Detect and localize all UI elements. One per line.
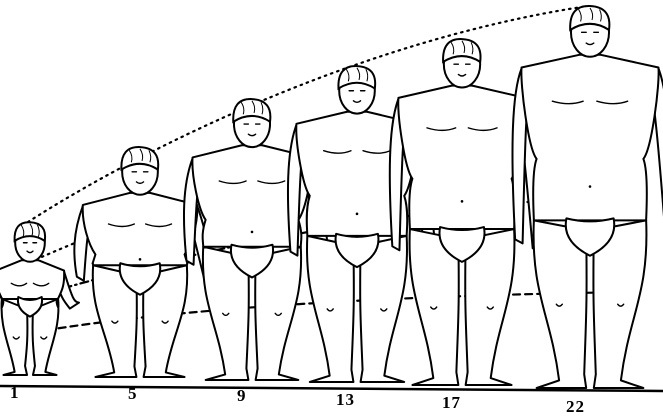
figures-group	[0, 6, 663, 388]
age-label-1: 1	[10, 383, 20, 402]
torso	[398, 86, 525, 229]
navel	[251, 231, 254, 234]
knee-marks	[13, 337, 47, 339]
navel	[139, 258, 142, 261]
age-label-17: 17	[442, 393, 461, 412]
torso	[83, 193, 198, 265]
age-label-22: 22	[566, 397, 585, 416]
navel	[356, 213, 359, 216]
navel	[461, 200, 464, 203]
age-label-5: 5	[128, 384, 138, 403]
navel	[589, 185, 592, 188]
age-label-13: 13	[336, 390, 355, 409]
figure-age-22	[512, 6, 663, 388]
torso	[521, 55, 658, 221]
age-label-9: 9	[237, 386, 247, 405]
